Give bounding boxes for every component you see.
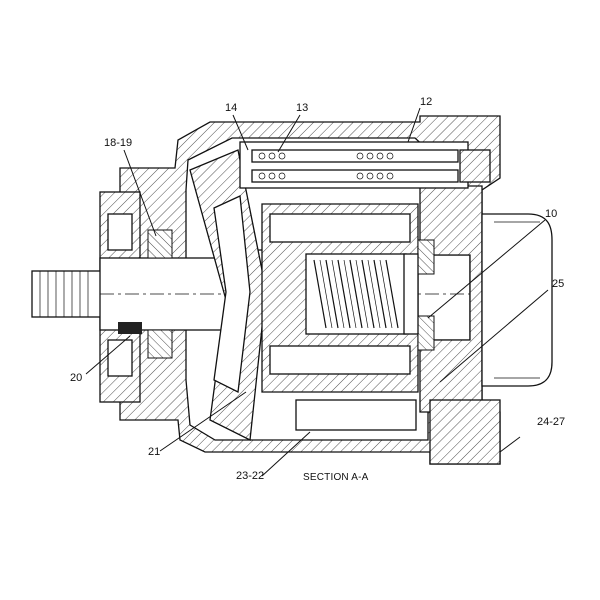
piston-upper (269, 213, 411, 243)
callout-23-22: 23-22 (236, 470, 264, 482)
swashplate (189, 149, 267, 442)
cylinder-barrel (261, 203, 419, 431)
port-block (429, 399, 501, 465)
rear-bearing (403, 239, 435, 351)
rear-end-cap (419, 185, 553, 465)
callout-13: 13 (296, 102, 308, 114)
callout-14: 14 (225, 102, 237, 114)
callout-12: 12 (420, 96, 432, 108)
callout-labels: 14 13 12 18-19 10 25 20 21 24-27 23-22 S… (70, 96, 565, 483)
piston-bottom (295, 399, 417, 431)
callout-18-19: 18-19 (104, 137, 132, 149)
callout-10: 10 (545, 208, 557, 220)
callout-24-27: 24-27 (537, 416, 565, 428)
callout-20: 20 (70, 372, 82, 384)
leader-lines (85, 107, 549, 477)
control-piston-assembly (239, 141, 491, 189)
section-caption: SECTION A-A (303, 472, 369, 483)
front-bearing (118, 229, 173, 359)
piston-lower (269, 345, 411, 375)
callout-25: 25 (552, 278, 564, 290)
callout-21: 21 (148, 446, 160, 458)
